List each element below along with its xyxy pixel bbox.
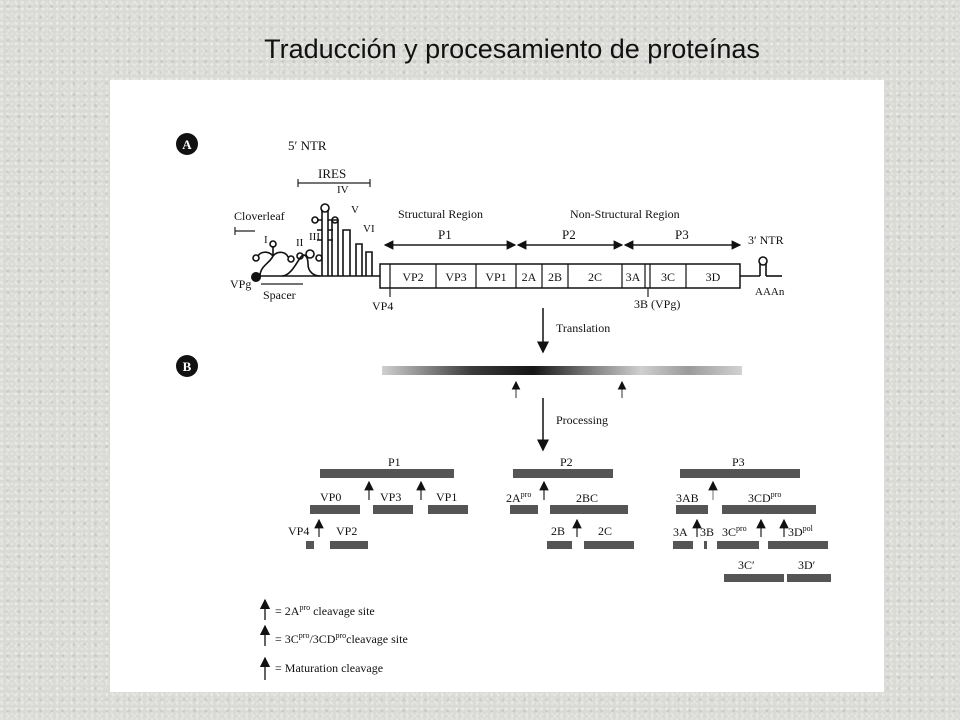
cloverleaf-label: Cloverleaf bbox=[234, 209, 285, 223]
fragment-3ab bbox=[676, 505, 708, 514]
rna-structure bbox=[252, 203, 380, 277]
legend: = 2Apro cleavage site = 3Cpro/3CDproclea… bbox=[259, 598, 408, 680]
segment-vp3: VP3 bbox=[445, 270, 466, 284]
badge-b-label: B bbox=[183, 359, 192, 374]
fragment-p3 bbox=[680, 469, 800, 478]
fragment-vp4 bbox=[306, 541, 314, 549]
panel-a: A 5′ NTR IRES Cloverleaf I II III IV V V… bbox=[176, 133, 785, 354]
fragment-3d-prime bbox=[787, 574, 831, 582]
vp4-label: VP4 bbox=[372, 299, 393, 313]
3a-label: 3A bbox=[673, 525, 688, 539]
stem-loop-iii: III bbox=[309, 231, 320, 243]
vp4-fragment-label: VP4 bbox=[288, 524, 309, 538]
2b-label: 2B bbox=[551, 524, 565, 538]
p1-label: P1 bbox=[388, 455, 401, 469]
figure-panel: A 5′ NTR IRES Cloverleaf I II III IV V V… bbox=[110, 80, 884, 692]
3d-label: 3Dpol bbox=[788, 524, 814, 539]
nonstructural-region-label: Non-Structural Region bbox=[570, 207, 680, 221]
stem-loop-v: V bbox=[351, 204, 359, 216]
polyprotein-diagram: A 5′ NTR IRES Cloverleaf I II III IV V V… bbox=[176, 133, 831, 680]
stem-loop-i: I bbox=[264, 234, 268, 246]
3cd-label: 3CDpro bbox=[748, 490, 781, 505]
region-p3-label: P3 bbox=[675, 227, 689, 242]
fragment-2b bbox=[547, 541, 572, 549]
3b-label: 3B bbox=[700, 525, 714, 539]
legend-item-3c: = 3Cpro/3CDprocleavage site bbox=[275, 631, 408, 646]
3d-prime-label: 3D′ bbox=[798, 558, 816, 572]
3c-label: 3Cpro bbox=[722, 524, 747, 539]
stem-loop-vi: VI bbox=[363, 223, 375, 235]
fragment-3c bbox=[717, 541, 759, 549]
badge-b bbox=[176, 355, 198, 377]
vp0-label: VP0 bbox=[320, 490, 341, 504]
segment-3c: 3C bbox=[661, 270, 675, 284]
polyprotein-bar bbox=[382, 366, 742, 375]
ires-label: IRES bbox=[318, 166, 346, 181]
fragment-3a bbox=[673, 541, 693, 549]
region-p1-label: P1 bbox=[438, 227, 452, 242]
segment-3a: 3A bbox=[626, 270, 641, 284]
segment-3d: 3D bbox=[706, 270, 721, 284]
processing-label: Processing bbox=[556, 413, 608, 427]
translation-label: Translation bbox=[556, 321, 610, 335]
panel-b: B Processing P1 VP0 VP3 VP1 VP4 VP2 P2 2… bbox=[176, 355, 831, 582]
genome-orf-box bbox=[379, 263, 741, 289]
fragment-3b bbox=[704, 541, 707, 549]
badge-a-label: A bbox=[182, 137, 192, 152]
stem-loop-ii: II bbox=[296, 237, 304, 249]
fragment-p2 bbox=[513, 469, 613, 478]
fragment-vp3 bbox=[373, 505, 413, 514]
fragment-3d bbox=[768, 541, 828, 549]
fragment-p1 bbox=[320, 469, 454, 478]
3c-prime-label: 3C′ bbox=[738, 558, 755, 572]
vp2-fragment-label: VP2 bbox=[336, 524, 357, 538]
stem-loop-iv: IV bbox=[337, 184, 349, 196]
fragment-vp1 bbox=[428, 505, 468, 514]
3ab-label: 3AB bbox=[676, 491, 699, 505]
vpg-label: VPg bbox=[230, 277, 251, 291]
segment-vp2: VP2 bbox=[402, 270, 423, 284]
fragment-2a bbox=[510, 505, 538, 514]
segment-2a: 2A bbox=[522, 270, 537, 284]
vpg-dot bbox=[251, 272, 261, 282]
2a-label: 2Apro bbox=[506, 490, 531, 505]
badge-a bbox=[176, 133, 198, 155]
ntr3-structure bbox=[740, 256, 782, 277]
vp3-label: VP3 bbox=[380, 490, 401, 504]
legend-item-2a: = 2Apro cleavage site bbox=[275, 603, 375, 618]
slide-title: Traducción y procesamiento de proteínas bbox=[264, 34, 760, 64]
vpg-3b-label: 3B (VPg) bbox=[634, 297, 680, 311]
segment-2c: 2C bbox=[588, 270, 602, 284]
p2-label: P2 bbox=[560, 455, 573, 469]
legend-item-maturation: = Maturation cleavage bbox=[275, 661, 383, 675]
vp1-label: VP1 bbox=[436, 490, 457, 504]
fragment-vp0 bbox=[310, 505, 360, 514]
segment-2b: 2B bbox=[548, 270, 562, 284]
2c-label: 2C bbox=[598, 524, 612, 538]
fragment-vp2 bbox=[330, 541, 368, 549]
fragment-2bc bbox=[550, 505, 628, 514]
ntr3-label: 3′ NTR bbox=[748, 233, 784, 247]
segment-vp1: VP1 bbox=[485, 270, 506, 284]
fragment-3cd bbox=[722, 505, 816, 514]
polya-label: AAAn bbox=[755, 286, 785, 298]
ntr5-label: 5′ NTR bbox=[288, 138, 327, 153]
structural-region-label: Structural Region bbox=[398, 207, 483, 221]
spacer-label: Spacer bbox=[263, 288, 296, 302]
p3-label: P3 bbox=[732, 455, 745, 469]
2bc-label: 2BC bbox=[576, 491, 598, 505]
fragment-3c-prime bbox=[724, 574, 784, 582]
region-p2-label: P2 bbox=[562, 227, 576, 242]
fragment-2c bbox=[584, 541, 634, 549]
